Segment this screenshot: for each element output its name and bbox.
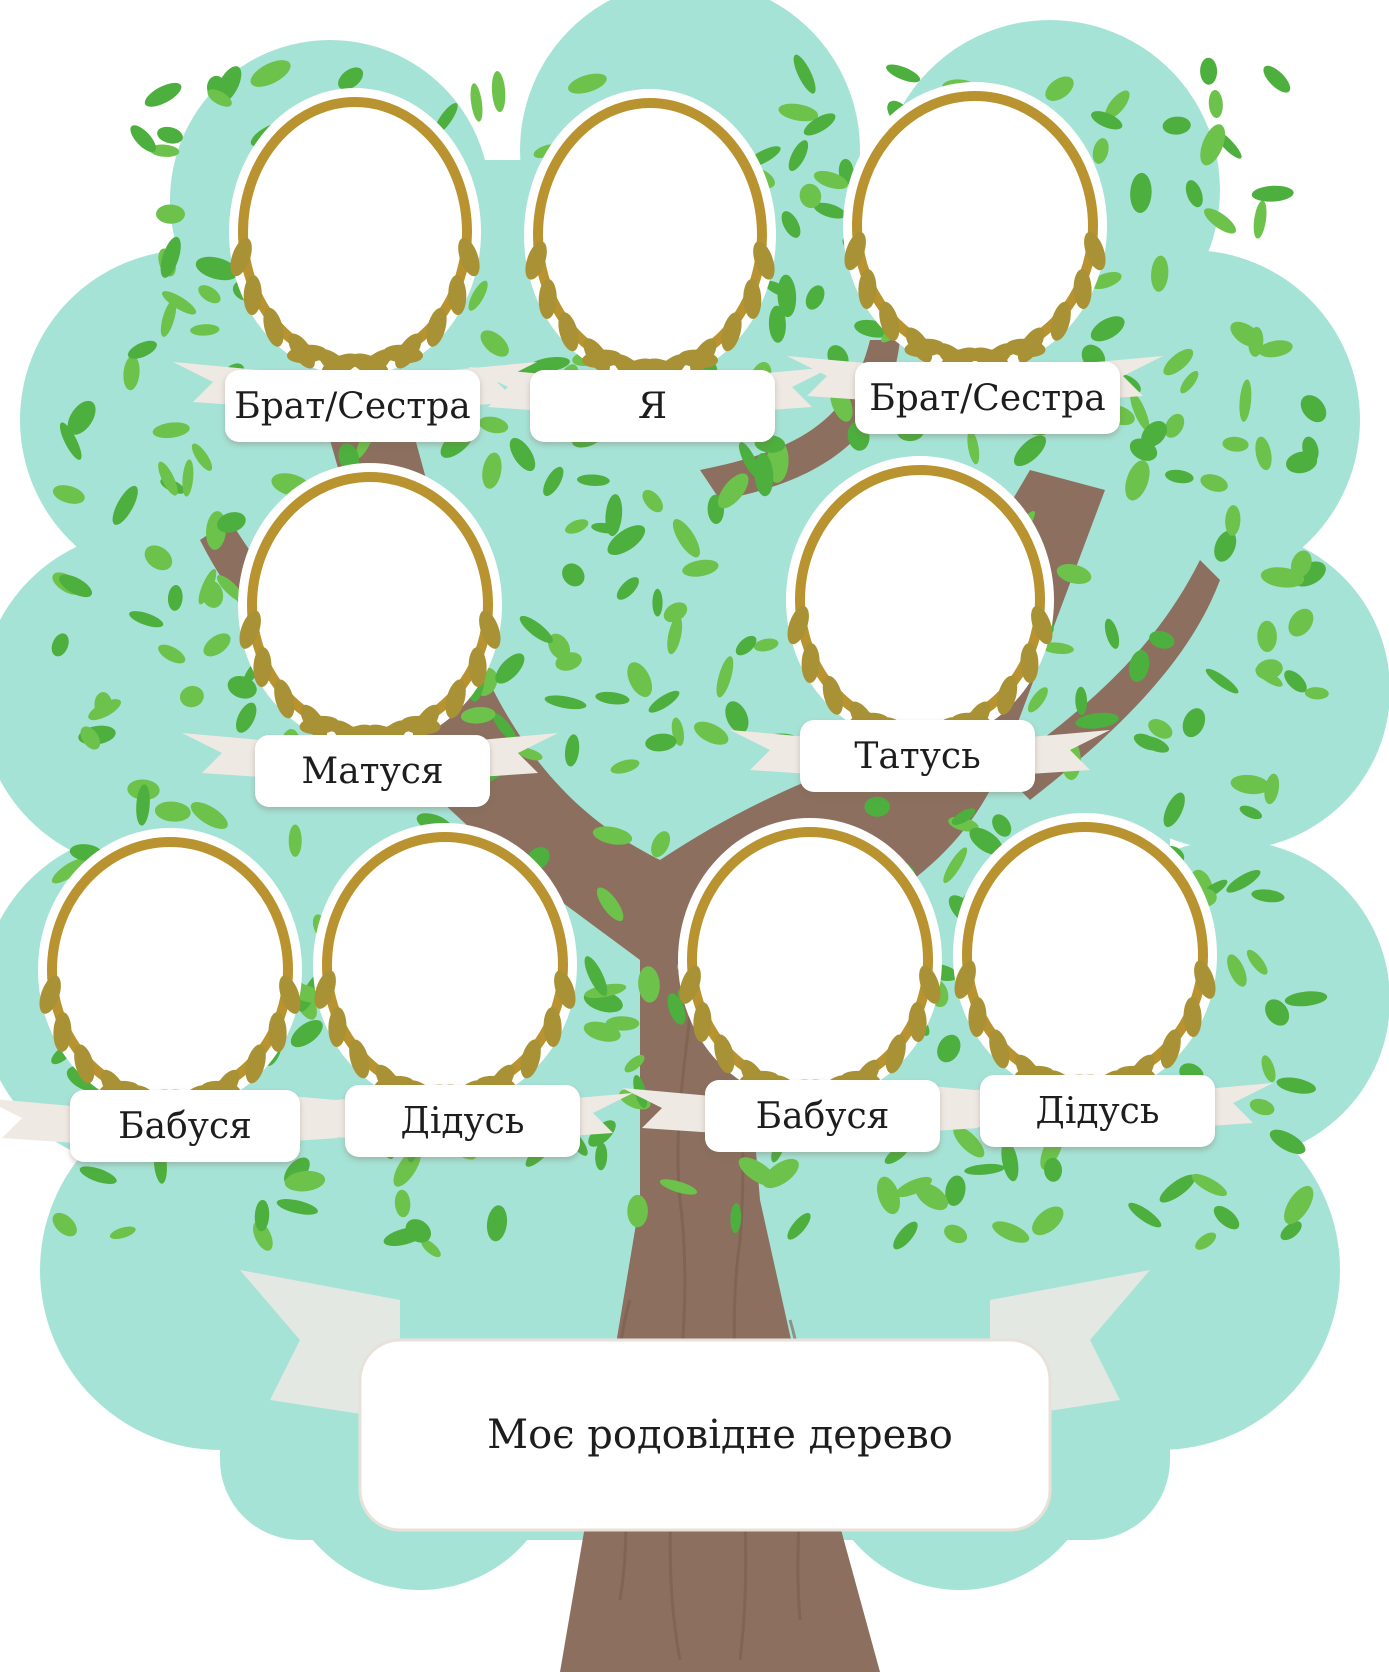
tree-title: Моє родовідне дерево <box>380 1370 1060 1500</box>
leaf <box>126 121 160 156</box>
label-mother: Матуся <box>255 735 490 807</box>
leaf <box>1252 200 1269 240</box>
leaf <box>652 589 662 617</box>
leaf <box>155 124 184 146</box>
label-father: Татусь <box>800 720 1035 792</box>
label-sibling-left: Брат/Сестра <box>225 370 480 442</box>
leaf <box>1259 62 1294 97</box>
leaf <box>1208 90 1224 119</box>
leaf <box>289 825 302 857</box>
label-grandmother-maternal: Бабуся <box>70 1090 300 1162</box>
leaf <box>884 61 922 86</box>
leaf <box>491 71 507 113</box>
leaf <box>1200 58 1217 85</box>
leaf <box>1251 185 1294 203</box>
label-grandmother-paternal: Бабуся <box>705 1080 940 1152</box>
leaf <box>141 78 185 112</box>
label-grandfather-maternal: Дідусь <box>345 1085 580 1157</box>
label-me: Я <box>530 370 775 442</box>
leaf <box>627 1195 648 1227</box>
label-sibling-right: Брат/Сестра <box>855 362 1120 434</box>
leaf <box>864 797 890 817</box>
label-grandfather-paternal: Дідусь <box>980 1075 1215 1147</box>
leaf <box>468 83 484 123</box>
